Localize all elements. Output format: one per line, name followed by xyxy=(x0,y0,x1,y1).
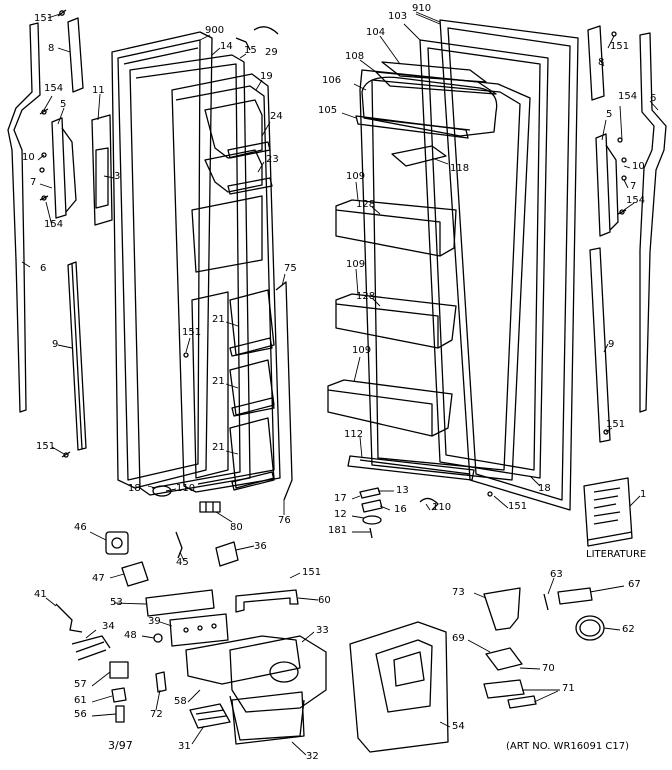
part-label-105: 105 xyxy=(318,105,338,116)
part-label-41: 41 xyxy=(34,589,47,600)
part-label-6: 6 xyxy=(40,263,47,274)
part-label-21-a: 21 xyxy=(212,314,225,325)
part-label-15: 15 xyxy=(244,45,257,56)
part-label-6-right: 6 xyxy=(650,93,657,104)
part-label-23: 23 xyxy=(266,154,279,165)
part-label-57: 57 xyxy=(74,679,87,690)
part-label-62: 62 xyxy=(622,624,635,635)
part-label-3: 3 xyxy=(114,171,121,182)
part-label-63: 63 xyxy=(550,569,563,580)
part-label-151-lower: 151 xyxy=(36,441,56,452)
part-label-53: 53 xyxy=(110,597,123,608)
part-label-106: 106 xyxy=(322,75,342,86)
part-label-109-b: 109 xyxy=(346,259,366,270)
part-label-103: 103 xyxy=(388,11,408,22)
part-label-151-right-lower: 151 xyxy=(606,419,626,430)
part-label-75: 75 xyxy=(284,263,297,274)
part-label-151-right-door: 151 xyxy=(508,501,528,512)
part-label-21-c: 21 xyxy=(212,442,225,453)
part-label-7: 7 xyxy=(30,177,37,188)
right-handle-parts xyxy=(588,26,666,442)
part-label-110: 110 xyxy=(176,483,196,494)
part-label-8: 8 xyxy=(48,43,55,54)
part-label-45: 45 xyxy=(176,557,189,568)
part-label-14: 14 xyxy=(220,41,233,52)
part-label-18-right: 18 xyxy=(538,483,551,494)
date-code: 3/97 xyxy=(108,739,133,752)
part-label-154-right-lower: 154 xyxy=(626,195,646,206)
part-label-54: 54 xyxy=(452,721,465,732)
part-label-24: 24 xyxy=(270,111,283,122)
part-label-47: 47 xyxy=(92,573,105,584)
part-label-80: 80 xyxy=(230,522,243,533)
part-label-58: 58 xyxy=(174,696,187,707)
part-label-151-right-top: 151 xyxy=(610,41,630,52)
part-label-128-b: 128 xyxy=(356,291,376,302)
part-label-154: 154 xyxy=(44,83,64,94)
part-label-151-dispenser: 151 xyxy=(302,567,322,578)
part-label-33: 33 xyxy=(316,625,329,636)
part-label-56: 56 xyxy=(74,709,87,720)
part-label-48: 48 xyxy=(124,630,137,641)
part-label-1: 1 xyxy=(640,489,647,500)
part-label-128-a: 128 xyxy=(356,199,376,210)
literature-booklet xyxy=(584,478,632,546)
part-label-11: 11 xyxy=(92,85,105,96)
part-label-76: 76 xyxy=(278,515,291,526)
left-handle-parts xyxy=(8,10,112,458)
part-label-73: 73 xyxy=(452,587,465,598)
fresh-food-door xyxy=(328,20,578,538)
part-label-12: 12 xyxy=(334,509,347,520)
part-label-72: 72 xyxy=(150,709,163,720)
part-label-36: 36 xyxy=(254,541,267,552)
part-label-151-freezer: 151 xyxy=(182,327,202,338)
part-label-10-right: 10 xyxy=(632,161,645,172)
part-label-17: 17 xyxy=(334,493,347,504)
part-label-29: 29 xyxy=(265,47,278,58)
part-label-118: 118 xyxy=(450,163,470,174)
part-label-16: 16 xyxy=(394,504,407,515)
part-label-21-b: 21 xyxy=(212,376,225,387)
part-label-13: 13 xyxy=(396,485,409,496)
part-label-9-right: 9 xyxy=(608,339,615,350)
part-label-39: 39 xyxy=(148,616,161,627)
part-label-151: 151 xyxy=(34,13,54,24)
part-label-60: 60 xyxy=(318,595,331,606)
part-label-112: 112 xyxy=(344,429,364,440)
part-label-7-right: 7 xyxy=(630,181,637,192)
part-label-108: 108 xyxy=(345,51,365,62)
part-label-67: 67 xyxy=(628,579,641,590)
part-label-181: 181 xyxy=(328,525,348,536)
part-label-109-c: 109 xyxy=(352,345,372,356)
part-label-5: 5 xyxy=(60,99,67,110)
leader-lines xyxy=(22,12,658,755)
part-label-34: 34 xyxy=(102,621,115,632)
part-label-31: 31 xyxy=(178,741,191,752)
part-label-46: 46 xyxy=(74,522,87,533)
part-label-910: 910 xyxy=(412,3,432,14)
part-label-110-right: 110 xyxy=(432,502,452,513)
part-label-154-right: 154 xyxy=(618,91,638,102)
part-label-5-right: 5 xyxy=(606,109,613,120)
part-label-9: 9 xyxy=(52,339,59,350)
freezer-door xyxy=(112,27,292,512)
part-label-71: 71 xyxy=(562,683,575,694)
part-label-154-lower: 154 xyxy=(44,219,64,230)
part-label-900: 900 xyxy=(205,25,225,36)
part-label-69: 69 xyxy=(452,633,465,644)
part-label-8-right: 8 xyxy=(598,57,605,68)
part-label-18: 18 xyxy=(128,483,141,494)
art-number: (ART NO. WR16091 C17) xyxy=(506,741,629,752)
part-label-109-a: 109 xyxy=(346,171,366,182)
part-label-70: 70 xyxy=(542,663,555,674)
dispenser-parts xyxy=(56,532,448,752)
part-label-32: 32 xyxy=(306,751,319,762)
part-label-61: 61 xyxy=(74,695,87,706)
part-label-104: 104 xyxy=(366,27,386,38)
part-label-10: 10 xyxy=(22,152,35,163)
literature-label: LITERATURE xyxy=(586,549,647,560)
part-label-19: 19 xyxy=(260,71,273,82)
